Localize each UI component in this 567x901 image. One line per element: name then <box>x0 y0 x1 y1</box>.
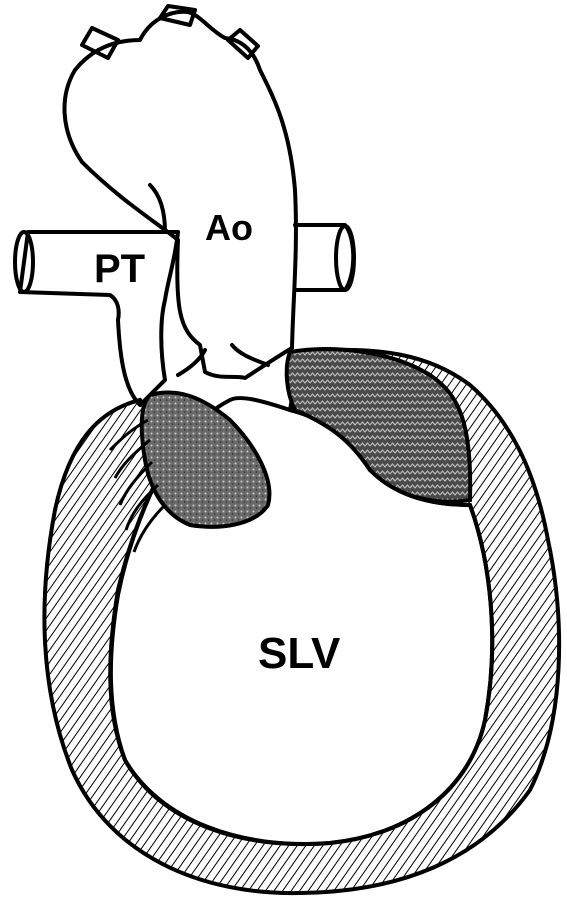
label-pulmonary-trunk: PT <box>94 247 145 291</box>
label-single-left-ventricle: SLV <box>258 629 341 678</box>
ventricle-wall <box>44 350 559 893</box>
aortic-valve-leaflet-right <box>232 345 268 365</box>
label-aorta: Ao <box>205 207 253 248</box>
aortic-valve-leaflet-left <box>178 350 205 375</box>
pulmonary-trunk <box>15 185 178 405</box>
aorta <box>65 6 354 378</box>
av-valve-leaflet-stippled <box>142 392 270 526</box>
